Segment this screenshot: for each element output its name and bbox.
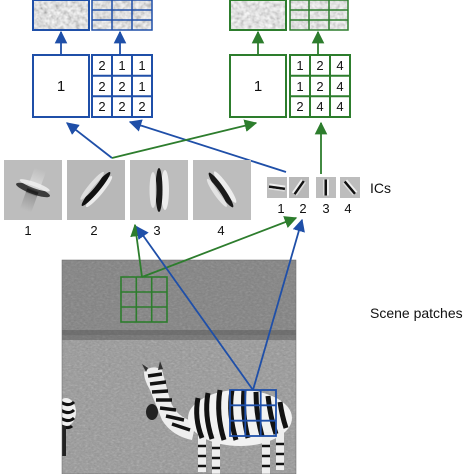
grid-left-cell: 1 bbox=[138, 58, 145, 73]
small-filter-1 bbox=[267, 177, 287, 198]
top-right-patch-images bbox=[229, 0, 349, 31]
top-left-group: 1 2 1 1 2 2 1 2 2 2 bbox=[32, 54, 153, 118]
ics-caption: ICs bbox=[370, 180, 391, 196]
small-filter-label: 1 bbox=[277, 201, 284, 216]
grid-right-cell: 1 bbox=[296, 79, 303, 94]
scene-caption: Scene patches bbox=[370, 305, 463, 321]
large-filter-label: 4 bbox=[217, 223, 224, 238]
large-filter-3 bbox=[130, 160, 188, 220]
grid-right-cell: 4 bbox=[336, 99, 343, 114]
pool-box-left bbox=[32, 54, 90, 118]
small-filter-4 bbox=[340, 177, 360, 198]
grid-right-cell: 2 bbox=[296, 99, 303, 114]
grid-left-cell: 2 bbox=[98, 99, 105, 114]
grid-left-cell: 2 bbox=[98, 79, 105, 94]
small-filter-label: 2 bbox=[299, 201, 306, 216]
small-filter-label: 4 bbox=[344, 201, 351, 216]
large-filter-2 bbox=[67, 160, 125, 220]
grid-right-cell: 2 bbox=[316, 58, 323, 73]
small-filters: 1 2 3 4 ICs bbox=[267, 177, 391, 216]
grid-right-cell: 4 bbox=[336, 79, 343, 94]
grid-left bbox=[91, 54, 153, 118]
grid-left-cell: 2 bbox=[138, 99, 145, 114]
grid-left-cell: 2 bbox=[118, 99, 125, 114]
grid-right-cell: 1 bbox=[296, 58, 303, 73]
large-filter-4 bbox=[193, 160, 251, 220]
small-filter-2 bbox=[289, 177, 309, 198]
zebra bbox=[142, 361, 292, 474]
top-right-group: 1 1 2 4 1 2 4 2 4 4 bbox=[229, 54, 351, 118]
large-filter-1 bbox=[4, 160, 62, 220]
grid-left-cell: 2 bbox=[98, 58, 105, 73]
grid-left-cell: 1 bbox=[138, 79, 145, 94]
large-filter-label: 1 bbox=[24, 223, 31, 238]
grid-right bbox=[289, 54, 351, 118]
large-filter-label: 2 bbox=[90, 223, 97, 238]
top-left-patch-images bbox=[32, 0, 153, 31]
grid-right-cell: 2 bbox=[316, 79, 323, 94]
grid-left-cell: 1 bbox=[118, 58, 125, 73]
grid-right-cell: 4 bbox=[316, 99, 323, 114]
small-filter-label: 3 bbox=[322, 201, 329, 216]
pool-label-right: 1 bbox=[254, 78, 262, 95]
small-filter-3 bbox=[316, 177, 336, 198]
pool-box-right bbox=[229, 54, 287, 118]
grid-right-cell: 4 bbox=[336, 58, 343, 73]
large-filter-label: 3 bbox=[153, 223, 160, 238]
grid-left-cell: 2 bbox=[118, 79, 125, 94]
pool-label-left: 1 bbox=[57, 78, 65, 95]
scene-image bbox=[62, 260, 296, 474]
large-filters: 1 2 3 4 bbox=[4, 160, 251, 238]
